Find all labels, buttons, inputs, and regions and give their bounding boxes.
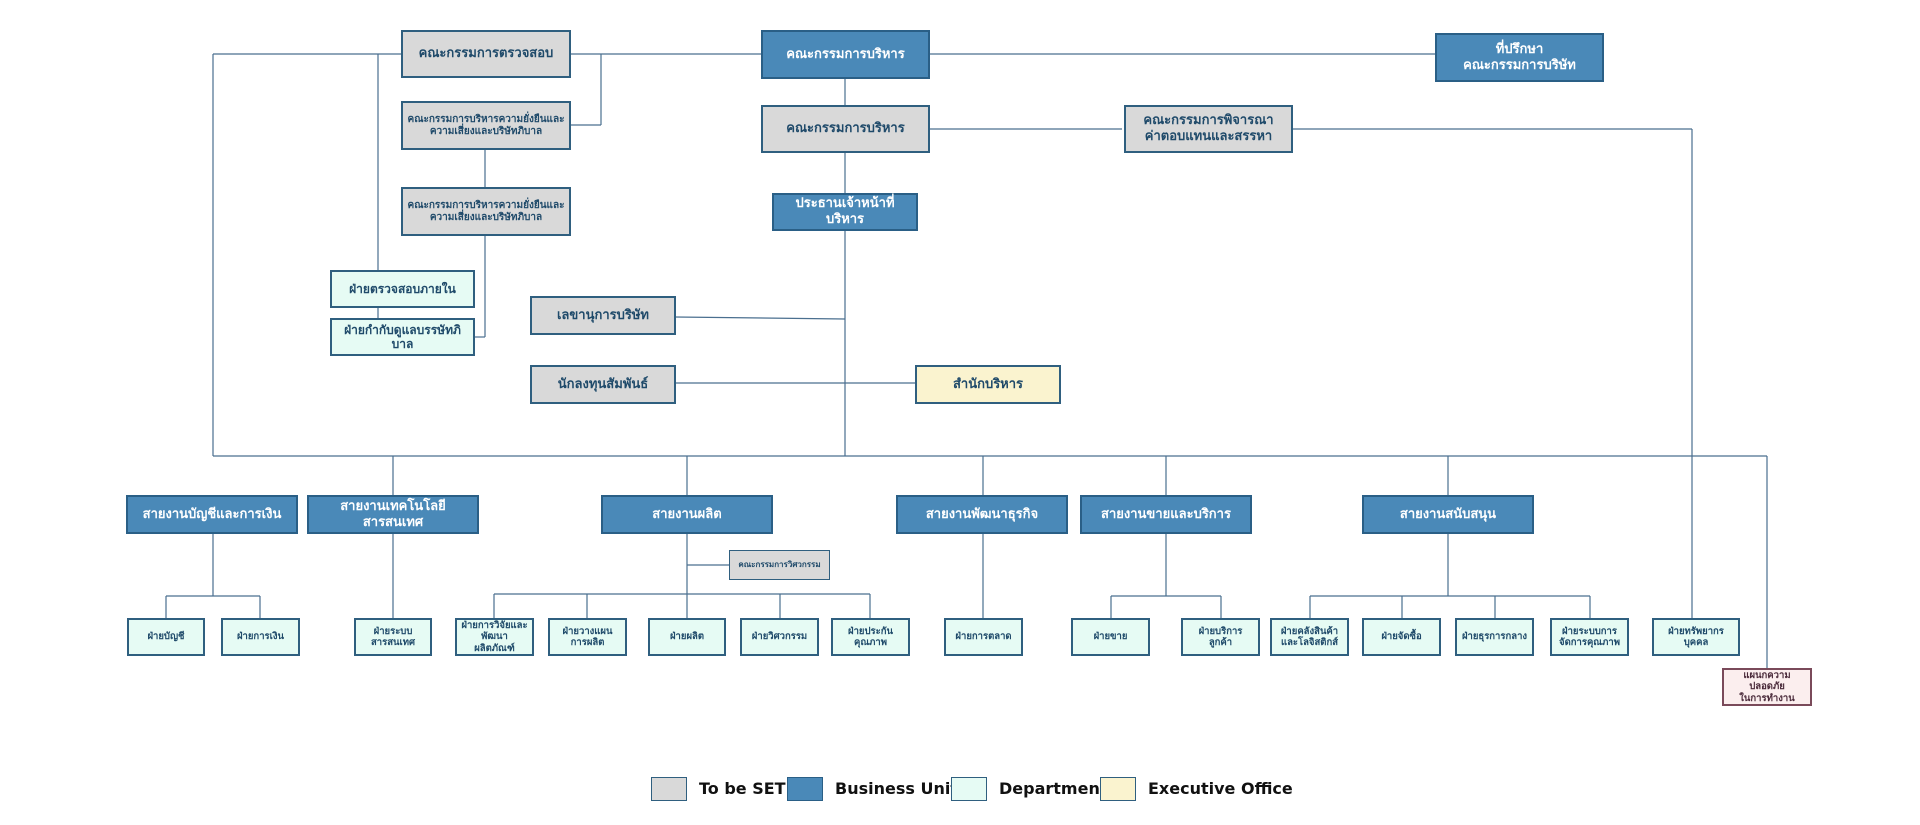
unit-it[interactable]: สายงานเทคโนโลยีสารสนเทศ <box>307 495 479 534</box>
dept-quality-assurance[interactable]: ฝ่ายประกันคุณภาพ <box>831 618 910 656</box>
dept-finance[interactable]: ฝ่ายการเงิน <box>221 618 300 656</box>
dept-engineering[interactable]: ฝ่ายวิศวกรรม <box>740 618 819 656</box>
company-secretary-box[interactable]: เลขานุการบริษัท <box>530 296 676 335</box>
legend-label-executive-office: Executive Office <box>1148 779 1293 798</box>
dept-rnd[interactable]: ฝ่ายการวิจัยและ พัฒนาผลิตภัณฑ์ <box>455 618 534 656</box>
dept-customer-service[interactable]: ฝ่ายบริการลูกค้า <box>1181 618 1260 656</box>
legend-swatch-to-be-set <box>651 777 687 801</box>
dept-production-planning[interactable]: ฝ่ายวางแผน การผลิต <box>548 618 627 656</box>
dept-human-resources[interactable]: ฝ่ายทรัพยากรบุคคล <box>1652 618 1740 656</box>
unit-production[interactable]: สายงานผลิต <box>601 495 773 534</box>
internal-audit-box[interactable]: ฝ่ายตรวจสอบภายใน <box>330 270 475 308</box>
legend-swatch-department <box>951 777 987 801</box>
legend-swatch-business-unit <box>787 777 823 801</box>
legend-swatch-executive-office <box>1100 777 1136 801</box>
exec-office-box[interactable]: สำนักบริหาร <box>915 365 1061 404</box>
dept-accounting[interactable]: ฝ่ายบัญชี <box>127 618 205 656</box>
unit-sales-service[interactable]: สายงานขายและบริการ <box>1080 495 1252 534</box>
dept-general-affairs[interactable]: ฝ่ายธุรการกลาง <box>1455 618 1534 656</box>
dept-production[interactable]: ฝ่ายผลิต <box>648 618 726 656</box>
remuneration-committee-box[interactable]: คณะกรรมการพิจารณา ค่าตอบแทนและสรรหา <box>1124 105 1293 153</box>
advisor-box[interactable]: ที่ปรึกษา คณะกรรมการบริษัท <box>1435 33 1604 82</box>
audit-committee-box[interactable]: คณะกรรมการตรวจสอบ <box>401 30 571 78</box>
dept-marketing[interactable]: ฝ่ายการตลาด <box>944 618 1023 656</box>
legend-label-department: Department <box>999 779 1108 798</box>
risk-committee-box-2[interactable]: คณะกรรมการบริหารความยั่งยืนและ ความเสี่ย… <box>401 187 571 236</box>
unit-support[interactable]: สายงานสนับสนุน <box>1362 495 1534 534</box>
risk-committee-box-1[interactable]: คณะกรรมการบริหารความยั่งยืนและ ความเสี่ย… <box>401 101 571 150</box>
legend-label-to-be-set: To be SET <box>699 779 786 798</box>
board-box[interactable]: คณะกรรมการบริหาร <box>761 30 930 79</box>
dept-safety[interactable]: แผนกความปลอดภัย ในการทำงาน <box>1722 668 1812 706</box>
dept-info-systems[interactable]: ฝ่ายระบบ สารสนเทศ <box>354 618 432 656</box>
engineering-committee-box[interactable]: คณะกรรมการวิศวกรรม <box>729 550 830 580</box>
unit-accounting-finance[interactable]: สายงานบัญชีและการเงิน <box>126 495 298 534</box>
unit-business-dev[interactable]: สายงานพัฒนาธุรกิจ <box>896 495 1068 534</box>
dept-warehouse-logistics[interactable]: ฝ่ายคลังสินค้า และโลจิสติกส์ <box>1270 618 1349 656</box>
legend-label-business-unit: Business Unit <box>835 779 958 798</box>
ceo-box[interactable]: ประธานเจ้าหน้าที่บริหาร <box>772 193 918 231</box>
governance-dept-box[interactable]: ฝ่ายกำกับดูแลบรรษัทภิบาล <box>330 318 475 356</box>
dept-procurement[interactable]: ฝ่ายจัดซื้อ <box>1362 618 1441 656</box>
investor-relations-box[interactable]: นักลงทุนสัมพันธ์ <box>530 365 676 404</box>
exec-committee-box[interactable]: คณะกรรมการบริหาร <box>761 105 930 153</box>
dept-quality-system[interactable]: ฝ่ายระบบการ จัดการคุณภาพ <box>1550 618 1629 656</box>
dept-sales[interactable]: ฝ่ายขาย <box>1071 618 1150 656</box>
